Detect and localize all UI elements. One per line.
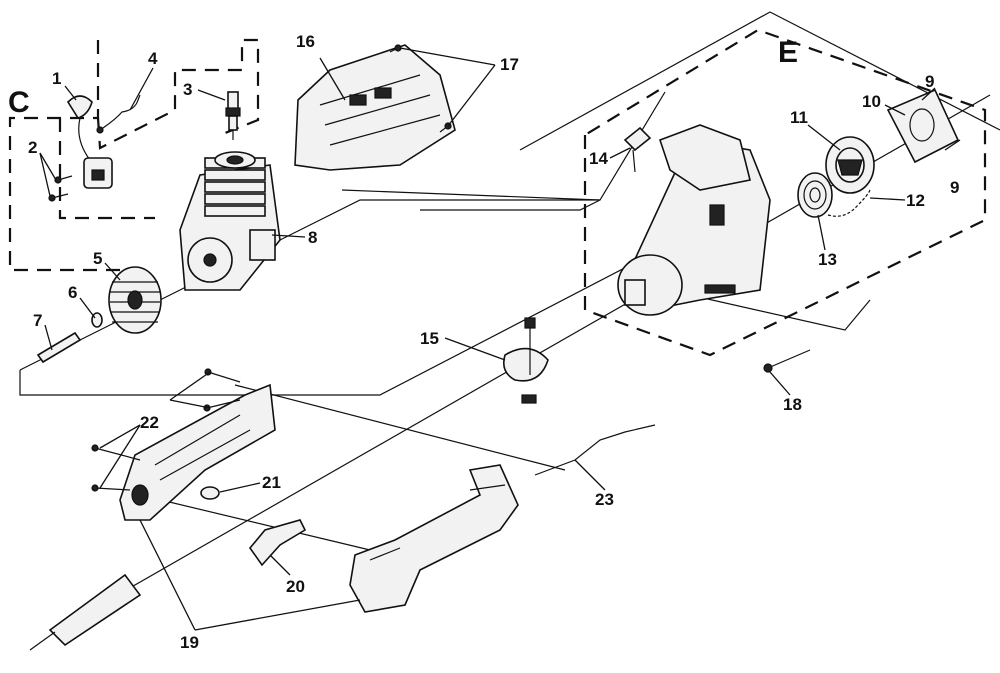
- callout-17: 17: [500, 55, 519, 74]
- callout-1: 1: [52, 69, 61, 88]
- callout-15: 15: [420, 329, 439, 348]
- engine-block: [179, 151, 281, 291]
- recoil-spring: [797, 172, 833, 218]
- spark-plug: [225, 91, 241, 140]
- starter-rope: [827, 189, 871, 217]
- section-c-label: C: [8, 86, 30, 119]
- callout-5: 5: [93, 249, 102, 268]
- section-c-boundary: [8, 38, 260, 272]
- callout-22: 22: [140, 413, 159, 432]
- callout-19: 19: [180, 633, 199, 652]
- callout-21: 21: [262, 473, 281, 492]
- handle-tube-housing: [349, 464, 519, 613]
- assembly-alignment-lines: [19, 11, 1000, 629]
- section-e-label: E: [778, 36, 798, 69]
- ignition-wire: [96, 94, 141, 134]
- callout-20: 20: [286, 577, 305, 596]
- callout-18: 18: [783, 395, 802, 414]
- callout-11: 11: [790, 108, 808, 127]
- callout-14: 14: [589, 149, 608, 168]
- drive-shaft-pin: [36, 331, 82, 364]
- callout-3: 3: [183, 80, 192, 99]
- callout-6: 6: [68, 283, 77, 302]
- callout-9-top: 9: [925, 72, 934, 91]
- throttle-ring: [200, 486, 220, 500]
- drive-tube: [29, 573, 142, 651]
- engine-cover: [294, 44, 456, 171]
- callout-10: 10: [862, 92, 881, 111]
- housing-bolt: [763, 349, 811, 373]
- primer-bulb: [623, 126, 652, 173]
- callout-4: 4: [148, 49, 158, 68]
- throttle-cable: [534, 424, 656, 476]
- callout-2: 2: [28, 138, 37, 157]
- leader-lines: [39, 47, 961, 631]
- throttle-trigger: [248, 519, 307, 567]
- ignition-coil: [66, 95, 113, 189]
- callout-8: 8: [308, 228, 317, 247]
- tube-clamp: [502, 317, 549, 404]
- starter-pulley: [825, 136, 875, 194]
- flywheel: [108, 266, 162, 334]
- fan-housing: [617, 124, 771, 316]
- callout-13: 13: [818, 250, 837, 269]
- callout-9-side: 9: [950, 178, 959, 197]
- starter-cover-plate: [886, 88, 960, 164]
- section-e-boundary: [583, 28, 987, 357]
- handle-screws: [91, 368, 241, 492]
- coil-screws: [48, 175, 73, 202]
- handle-housing-half: [119, 383, 276, 521]
- callout-16: 16: [296, 32, 315, 51]
- callout-23: 23: [595, 490, 614, 509]
- callout-numbers: 1 2 3 4 5 6 7 8 9 9 10 11 12 13 14 15 16…: [28, 32, 959, 652]
- callout-12: 12: [906, 191, 925, 210]
- callout-7: 7: [33, 311, 42, 330]
